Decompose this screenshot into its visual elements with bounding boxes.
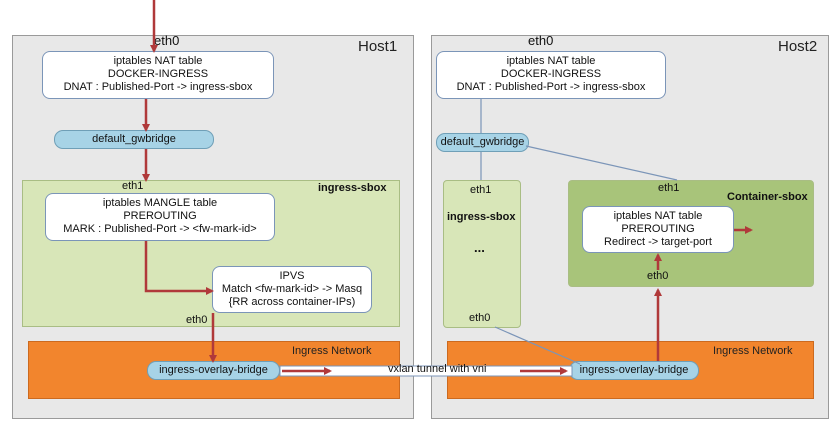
host2-eth0-label: eth0 (528, 33, 554, 48)
host2-nat-line-3: DNAT : Published-Port -> ingress-sbox (456, 81, 646, 93)
host1-nat-table-box: iptables NAT table DOCKER-INGRESS DNAT :… (42, 51, 274, 99)
host1-nat-line-1: iptables NAT table (113, 55, 203, 67)
host2-nat-line-1: iptables NAT table (506, 55, 596, 67)
host1-default-gwbridge: default_gwbridge (54, 130, 214, 149)
host2-container-eth1-label: eth1 (658, 182, 680, 194)
host1-sbox-eth0-label: eth0 (186, 314, 208, 326)
host2-ingress-sbox (443, 180, 521, 328)
host2-container-nat-line-3: Redirect -> target-port (604, 236, 712, 248)
host2-container-eth0-label: eth0 (647, 270, 669, 282)
vxlan-tunnel-label: vxlan tunnel with vni (388, 363, 487, 375)
host1-ipvs-line-1: IPVS (279, 270, 305, 282)
host1-ipvs-box: IPVS Match <fw-mark-id> -> Masq {RR acro… (212, 266, 372, 313)
host2-title: Host2 (778, 38, 818, 55)
host2-nat-line-2: DOCKER-INGRESS (500, 68, 602, 80)
host1-mangle-line-3: MARK : Published-Port -> <fw-mark-id> (63, 223, 257, 235)
host1-ingress-sbox-title: ingress-sbox (318, 182, 387, 194)
host2-default-gwbridge: default_gwbridge (436, 133, 529, 152)
link-ingress-sbox-to-overlay (494, 326, 581, 365)
host2-nat-table-box: iptables NAT table DOCKER-INGRESS DNAT :… (436, 51, 666, 99)
host2-ingress-sbox-title: ingress-sbox (447, 211, 516, 223)
host2-container-nat-line-2: PREROUTING (621, 223, 695, 235)
host2-sbox-eth0-label: eth0 (469, 312, 491, 324)
host2-sbox-eth1-label: eth1 (470, 184, 492, 196)
host1-ipvs-line-3: {RR across container-IPs) (228, 296, 356, 308)
host1-title: Host1 (358, 38, 398, 55)
link-gwbridge-to-container-sbox (525, 145, 678, 181)
host1-mangle-line-1: iptables MANGLE table (102, 197, 218, 209)
host2-ingress-network-title: Ingress Network (713, 345, 793, 357)
vxlan-tunnel-band (279, 365, 573, 377)
host2-container-nat-box: iptables NAT table PREROUTING Redirect -… (582, 206, 734, 253)
host1-sbox-eth1-label: eth1 (122, 180, 144, 192)
host2-container-nat-line-1: iptables NAT table (613, 210, 703, 222)
host1-nat-line-2: DOCKER-INGRESS (107, 68, 209, 80)
host1-nat-line-3: DNAT : Published-Port -> ingress-sbox (63, 81, 253, 93)
host1-mangle-table-box: iptables MANGLE table PREROUTING MARK : … (45, 193, 275, 241)
host1-mangle-line-2: PREROUTING (123, 210, 197, 222)
host1-eth0-label: eth0 (154, 33, 180, 48)
host2-sbox-ellipsis: ... (474, 240, 485, 255)
arrow-mangle-to-ipvs (144, 241, 214, 295)
host2-container-sbox-title: Container-sbox (727, 191, 808, 203)
host1-ipvs-line-2: Match <fw-mark-id> -> Masq (221, 283, 363, 295)
host1-ingress-network-title: Ingress Network (292, 345, 372, 357)
